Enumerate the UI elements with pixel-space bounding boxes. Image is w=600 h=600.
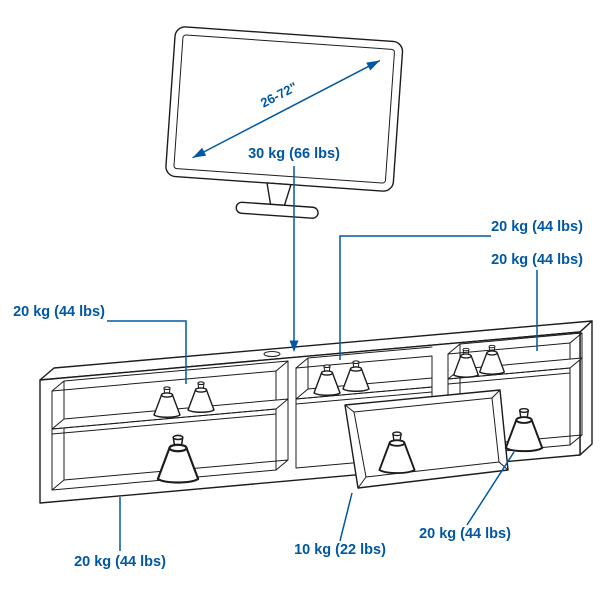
tv-screen: [173, 34, 395, 184]
label-drawer: 10 kg (22 lbs): [294, 542, 386, 558]
drawer: [344, 389, 509, 489]
leader-line-left-upper: [107, 320, 187, 384]
arrowhead-icon: [289, 340, 299, 352]
label-right-upper: 20 kg (44 lbs): [491, 252, 583, 268]
tv-stand-base: [235, 201, 319, 219]
leader-line-drawer: [339, 492, 353, 542]
label-left-upper: 20 kg (44 lbs): [13, 304, 105, 320]
label-middle-shelf: 20 kg (44 lbs): [491, 219, 583, 235]
label-tv-max-load: 30 kg (66 lbs): [248, 146, 340, 162]
leader-line-middle-shelf: [339, 235, 491, 360]
annotations: 30 kg (66 lbs) 20 kg (44 lbs) 20 kg (44 …: [13, 146, 583, 570]
arrowhead-icon: [366, 60, 380, 71]
label-right-lower: 20 kg (44 lbs): [419, 526, 511, 542]
tv-frame: [165, 26, 404, 192]
arrowhead-icon: [192, 147, 207, 158]
label-left-lower: 20 kg (44 lbs): [74, 554, 166, 570]
tv-size-arrow: [192, 59, 381, 159]
tv-stand-neck: [266, 182, 292, 206]
leader-line-right-lower: [466, 451, 515, 526]
tv-bench: [39, 320, 593, 504]
tv: 26-72": [165, 26, 404, 219]
cable-outlet-hole: [263, 351, 281, 357]
